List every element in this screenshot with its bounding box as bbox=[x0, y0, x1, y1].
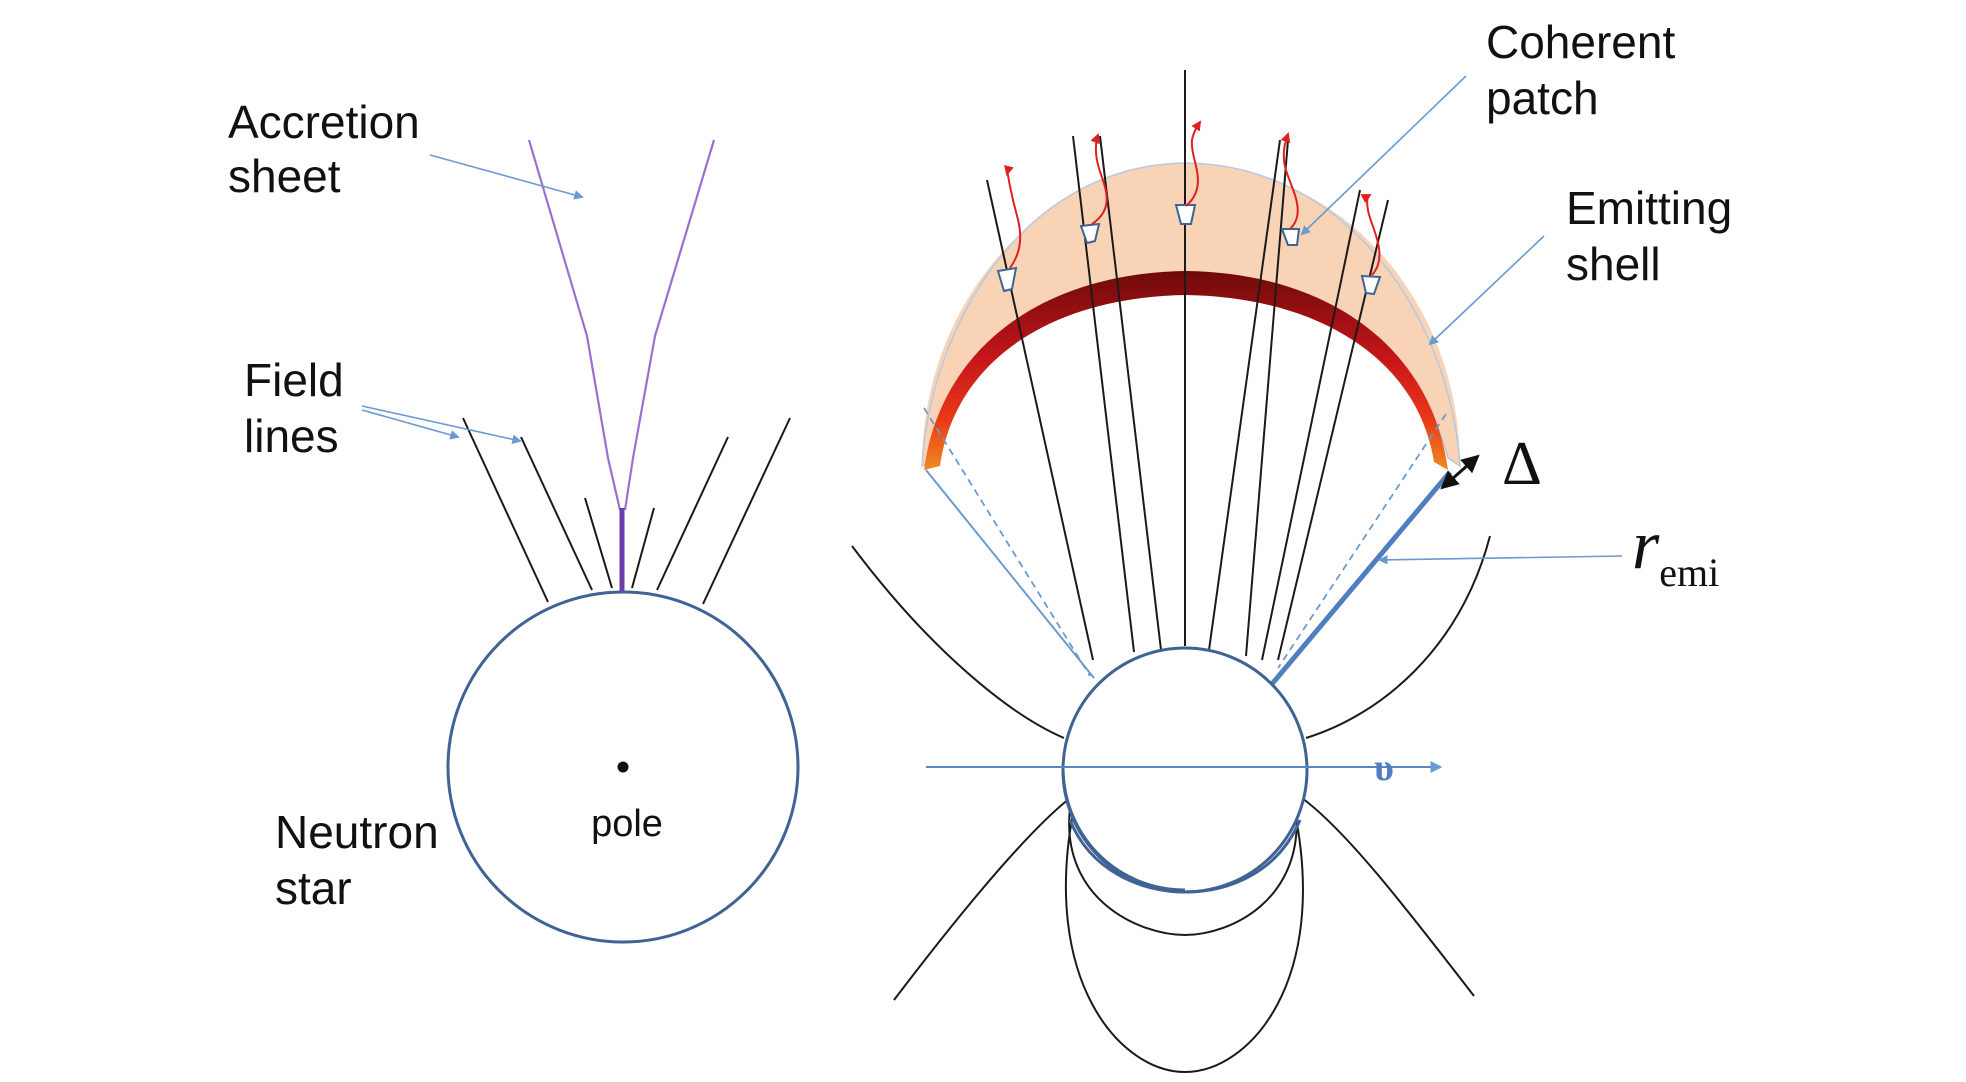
emission-band bbox=[924, 271, 1448, 470]
closed-field-line-right-upper bbox=[1305, 535, 1491, 739]
closed-field-lines bbox=[851, 535, 1491, 1074]
right-open-field-lines bbox=[986, 70, 1389, 661]
open-field-line-5 bbox=[1208, 139, 1281, 651]
emitting-shell-label-line1: Emitting bbox=[1566, 182, 1732, 234]
emitting-shell-label-line2: shell bbox=[1566, 238, 1661, 290]
accretion-sheet-left-edge bbox=[527, 139, 622, 511]
r-emi-label: remi bbox=[1632, 507, 1719, 595]
neutron-star-right-limb bbox=[1068, 819, 1302, 894]
open-field-line-2 bbox=[1072, 135, 1135, 653]
field-lines-label-line2: lines bbox=[244, 410, 339, 462]
closed-loop-inner bbox=[1068, 807, 1298, 937]
emission-ray-3 bbox=[1185, 120, 1202, 207]
left-radius-line bbox=[925, 469, 1095, 679]
emission-ray-1 bbox=[1004, 165, 1022, 269]
emission-ray-4 bbox=[1280, 132, 1299, 230]
open-field-line-8 bbox=[1261, 189, 1361, 661]
closed-field-line-right-lower bbox=[1301, 797, 1475, 997]
accretion-sheet-label-line2: sheet bbox=[228, 150, 341, 202]
r-emi-subscript: emi bbox=[1659, 550, 1719, 595]
open-field-line-3 bbox=[1099, 135, 1162, 651]
emitting-shell-pointer bbox=[1428, 235, 1545, 346]
left-field-line-4 bbox=[631, 507, 655, 589]
closed-field-line-left-upper bbox=[851, 545, 1065, 739]
right-panel: υ Coherent patch Emitting shell Δ remi bbox=[851, 16, 1732, 1074]
coherent-patch-label-line2: patch bbox=[1486, 72, 1599, 124]
emission-ray-2 bbox=[1090, 133, 1108, 225]
left-panel: pole Accretion sheet Field lines Neutron… bbox=[228, 96, 800, 944]
left-radius-dashed bbox=[923, 407, 1091, 677]
open-field-line-6 bbox=[1245, 139, 1289, 657]
left-field-line-6 bbox=[702, 417, 791, 605]
field-lines-pointer-1 bbox=[361, 405, 522, 445]
field-lines-pointer-2 bbox=[361, 409, 460, 440]
coherent-patch-1 bbox=[996, 266, 1018, 293]
neutron-star-label-line2: star bbox=[275, 862, 352, 914]
right-radius-dashed bbox=[1277, 413, 1447, 669]
emission-ray-5 bbox=[1360, 194, 1381, 276]
coherent-patch-2 bbox=[1079, 222, 1101, 245]
accretion-sheet bbox=[527, 139, 716, 592]
neutron-star-right-shadow bbox=[1061, 769, 1186, 892]
open-field-line-1 bbox=[986, 179, 1094, 661]
r-emi-symbol: r bbox=[1632, 507, 1660, 584]
left-field-lines bbox=[462, 417, 791, 605]
accretion-sheet-pointer bbox=[429, 154, 584, 200]
rotation-arrow-icon: υ bbox=[1374, 747, 1394, 789]
closed-loop-outer bbox=[1064, 807, 1304, 1074]
neutron-star-label-line1: Neutron bbox=[275, 806, 439, 858]
radio-emission-rays bbox=[1004, 120, 1381, 276]
double-headed-arrow-icon bbox=[1440, 454, 1480, 490]
left-field-line-1 bbox=[462, 417, 549, 603]
coherent-patch-4 bbox=[1280, 228, 1301, 246]
left-field-line-5 bbox=[656, 436, 729, 591]
r-emi-pointer bbox=[1378, 555, 1623, 565]
pole-label: pole bbox=[591, 803, 663, 845]
coherent-patch-5 bbox=[1360, 274, 1382, 296]
field-lines-label-line1: Field bbox=[244, 354, 344, 406]
coherent-patch-3 bbox=[1174, 204, 1197, 225]
left-field-line-3 bbox=[584, 497, 613, 589]
coherent-patch-pointer bbox=[1300, 75, 1467, 236]
coherent-patch-label-line1: Coherent bbox=[1486, 16, 1675, 68]
accretion-sheet-label-line1: Accretion bbox=[228, 96, 420, 148]
r-emi-radius-line bbox=[1270, 470, 1452, 686]
accretion-sheet-right-edge bbox=[623, 139, 716, 511]
closed-field-line-left-lower bbox=[893, 797, 1071, 1001]
pole-dot bbox=[617, 761, 629, 773]
delta-label: Δ bbox=[1502, 430, 1542, 498]
coherent-patches bbox=[996, 204, 1382, 296]
left-field-line-2 bbox=[520, 436, 593, 591]
